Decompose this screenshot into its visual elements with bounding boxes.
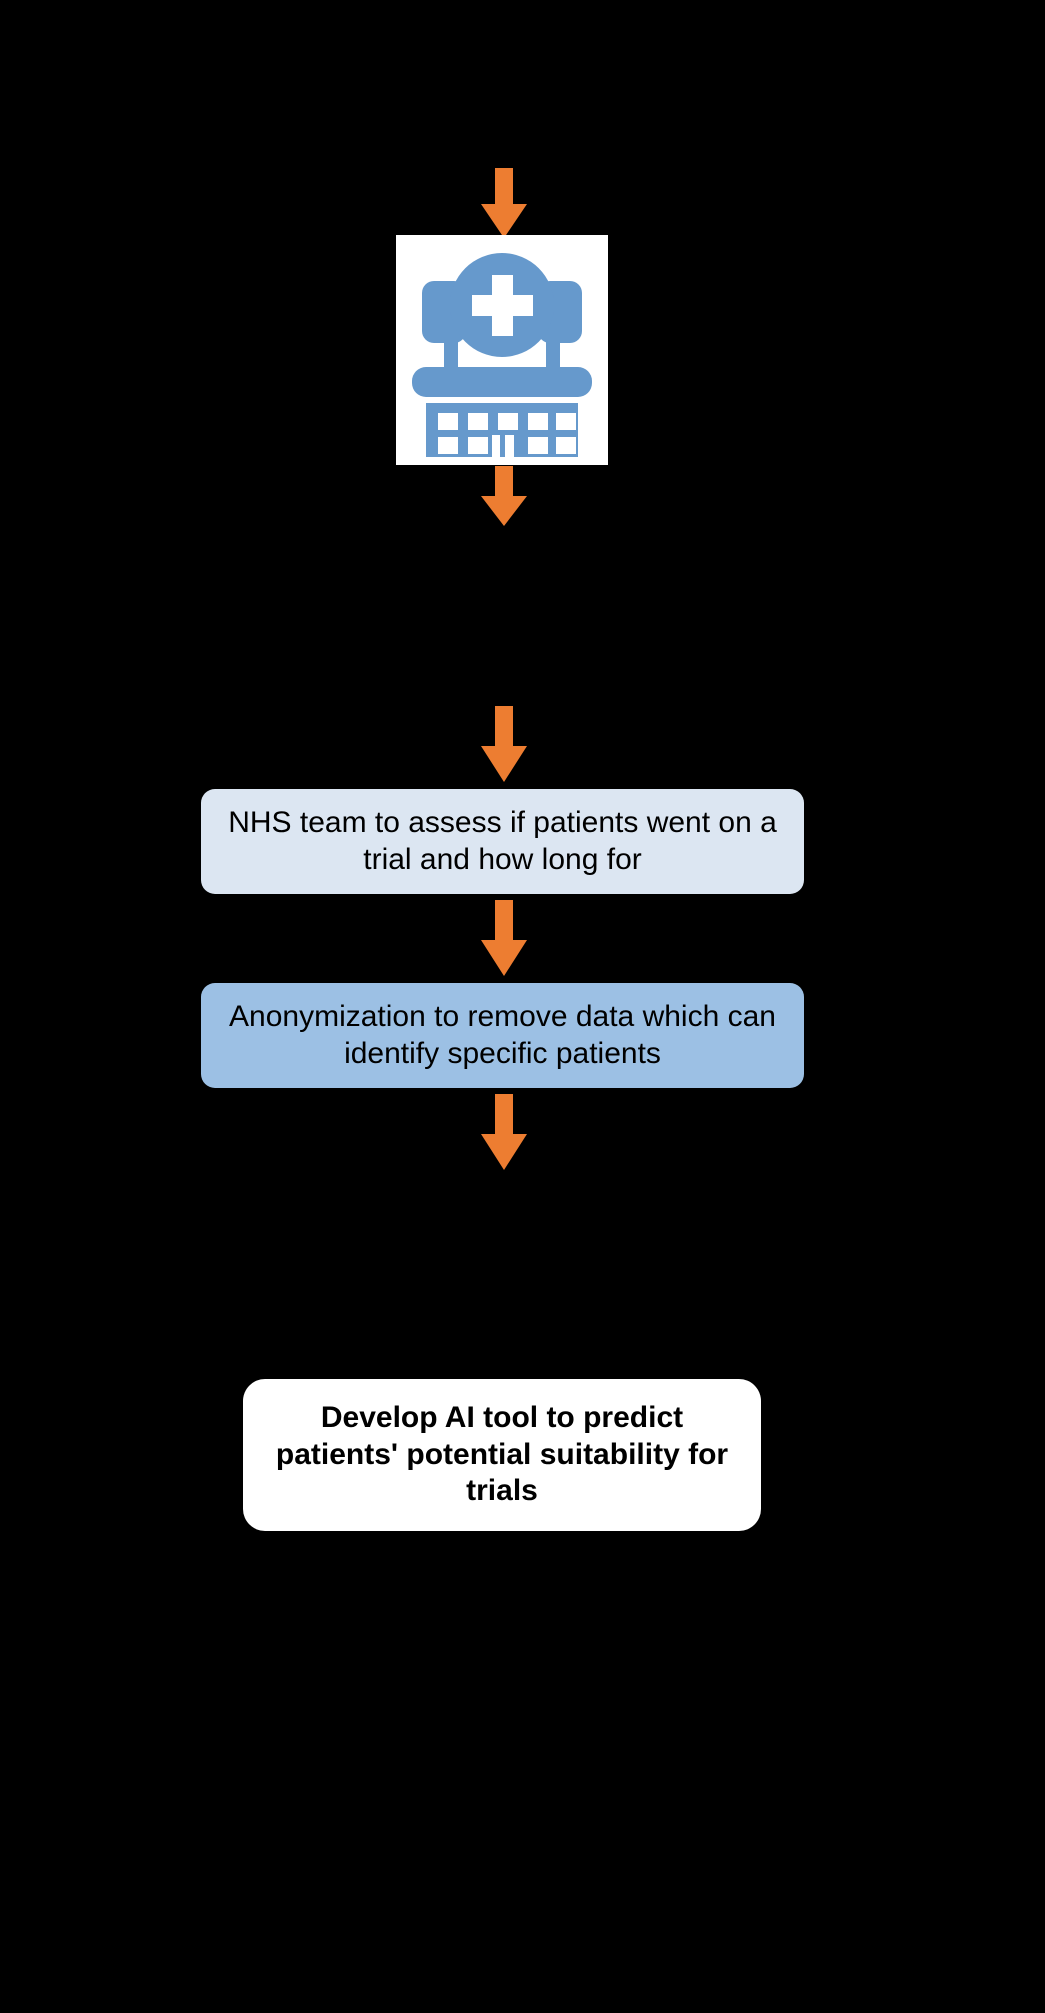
node-nhs-assessment-label: NHS team to assess if patients went on a…: [228, 805, 777, 876]
hospital-icon: [412, 253, 592, 457]
node-ai-tool-label: Develop AI tool to predict patients' pot…: [275, 1401, 729, 1508]
node-ai-tool: Develop AI tool to predict patients' pot…: [243, 1379, 761, 1531]
hospital-icon-panel: [396, 235, 608, 465]
node-anonymization: Anonymization to remove data which can i…: [201, 983, 804, 1088]
arrow-to-ai-tool: [481, 1094, 527, 1170]
arrow-to-nhs-assessment: [481, 706, 527, 782]
arrow-out-of-hospital: [481, 466, 527, 526]
node-anonymization-label: Anonymization to remove data which can i…: [229, 999, 776, 1070]
node-nhs-assessment: NHS team to assess if patients went on a…: [201, 789, 804, 894]
arrow-to-anonymization: [481, 900, 527, 976]
arrow-into-hospital: [481, 168, 527, 238]
